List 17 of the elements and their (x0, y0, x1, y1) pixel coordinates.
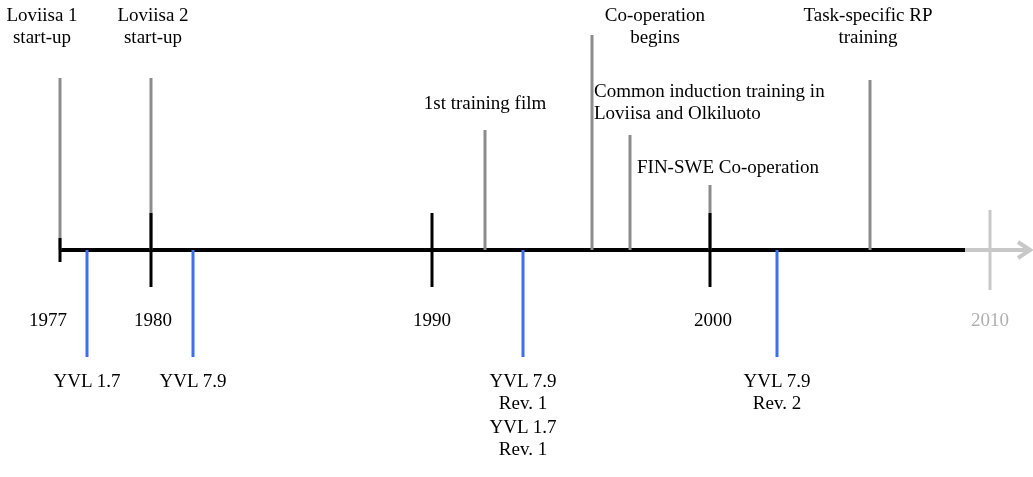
regulation-label: YVL 7.9 Rev. 1 (488, 370, 558, 414)
year-label: 2000 (693, 309, 733, 331)
regulation-label: YVL 7.9 (158, 370, 228, 392)
year-label: 2010 (970, 309, 1010, 331)
regulation-label: YVL 1.7 (52, 370, 122, 392)
event-label: Task-specific RP training (803, 4, 933, 48)
event-label: FIN-SWE Co-operation (637, 156, 821, 178)
event-label: Loviisa 1 start-up (5, 4, 79, 48)
year-label: 1977 (28, 309, 68, 331)
year-label: 1980 (133, 309, 173, 331)
event-label: 1st training film (422, 92, 548, 114)
event-label: Common induction training in Loviisa and Olkiluoto (594, 80, 826, 124)
year-label: 1990 (412, 309, 452, 331)
event-label: YVL 1.7 Rev. 1 (488, 416, 558, 460)
event-label: Co-operation begins (603, 4, 707, 48)
event-label: Loviisa 2 start-up (116, 4, 190, 48)
regulation-label: YVL 7.9 Rev. 2 (742, 370, 812, 414)
